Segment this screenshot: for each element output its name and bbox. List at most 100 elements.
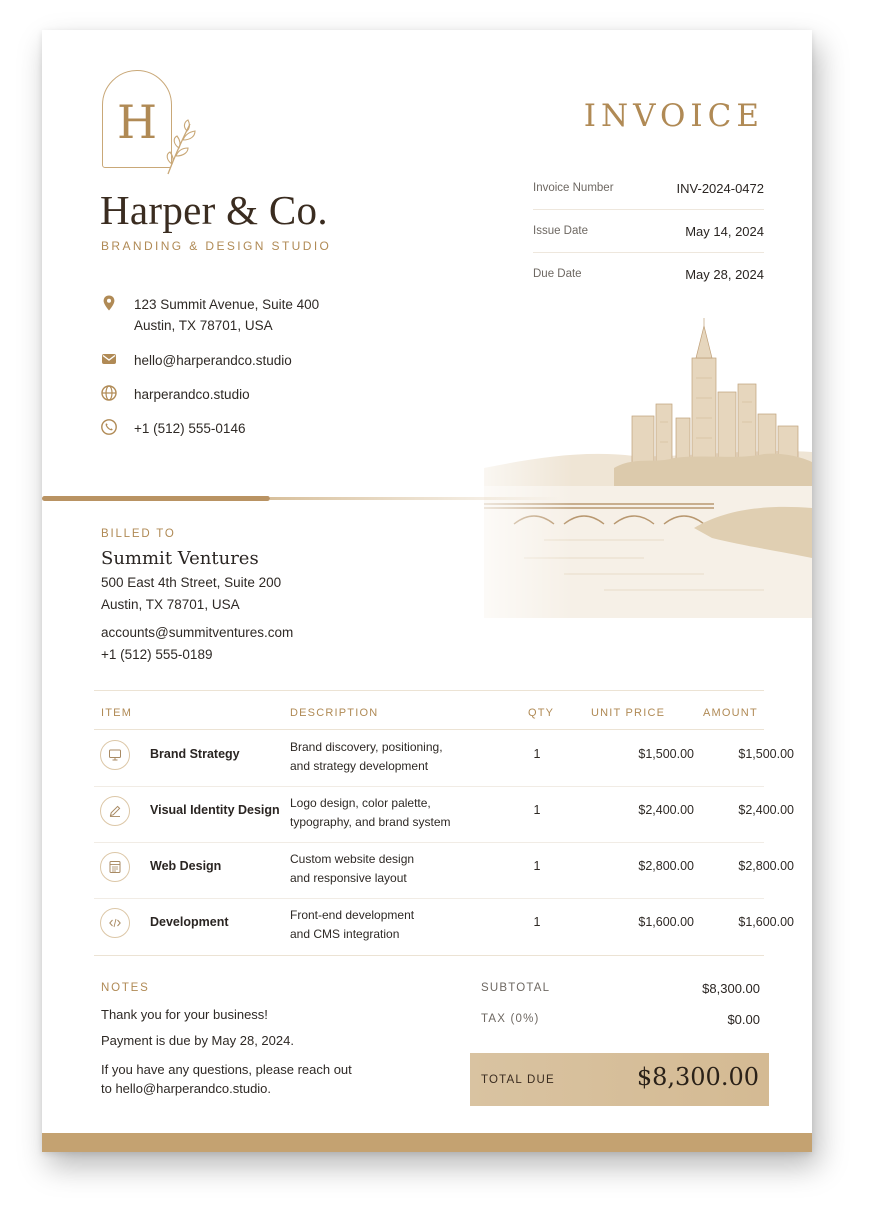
row-qty: 1 [533, 915, 541, 929]
company-phone: +1 (512) 555-0146 [100, 418, 245, 439]
meta-due-date: Due Date May 28, 2024 [533, 253, 764, 295]
row-description-line: Front-end development [290, 908, 415, 922]
row-icon-circle [100, 908, 130, 938]
meta-value: May 14, 2024 [685, 223, 764, 239]
pen-icon [109, 805, 121, 817]
subtotal-label: SUBTOTAL [481, 982, 551, 994]
tax-value: $0.00 [727, 1012, 760, 1027]
note-line: Thank you for your business! [101, 1007, 268, 1022]
billed-email[interactable]: accounts@summitventures.com [101, 625, 294, 640]
row-description-line: and strategy development [290, 758, 429, 773]
meta-label: Due Date [533, 268, 582, 280]
row-item-name: Visual Identity Design [150, 803, 280, 817]
notes-label: NOTES [101, 982, 150, 994]
meta-issue-date: Issue Date May 14, 2024 [533, 210, 764, 253]
company-tagline: BRANDING & DESIGN STUDIO [101, 239, 332, 253]
location-pin-icon [103, 295, 115, 311]
leaf-sprig-icon [166, 119, 196, 175]
row-description-line: typography, and brand system [290, 814, 451, 829]
row-description-line: and CMS integration [290, 926, 400, 941]
invoice-page: H Harper & Co. BRANDING & DESIGN STUDIO … [42, 30, 812, 1152]
code-icon [109, 918, 121, 928]
row-description-line: and responsive layout [290, 870, 407, 885]
row-description: Custom website design and responsive lay… [290, 850, 414, 887]
row-separator [94, 786, 764, 787]
row-unit-price: $2,400.00 [638, 803, 694, 817]
website-text[interactable]: harperandco.studio [134, 387, 250, 402]
total-due-label: TOTAL DUE [481, 1074, 555, 1086]
table-header-border [94, 729, 764, 730]
th-amount: AMOUNT [703, 707, 758, 719]
row-description-line: Brand discovery, positioning, [290, 740, 443, 754]
email-text[interactable]: hello@harperandco.studio [134, 353, 292, 368]
row-unit-price: $1,600.00 [638, 915, 694, 929]
th-item: ITEM [101, 707, 133, 719]
row-icon-circle [100, 796, 130, 826]
company-name: Harper & Co. [100, 187, 328, 233]
table-row: Development Front-end development and CM… [94, 898, 794, 954]
subtotal-value: $8,300.00 [702, 981, 760, 996]
section-divider-fade [270, 497, 560, 500]
row-amount: $1,600.00 [738, 915, 794, 929]
row-icon-circle [100, 740, 130, 770]
row-amount: $2,400.00 [738, 803, 794, 817]
table-top-border [94, 690, 764, 691]
total-due-value: $8,300.00 [636, 1063, 759, 1091]
meta-invoice-number: Invoice Number INV-2024-0472 [533, 167, 764, 210]
row-item-name: Development [150, 915, 229, 929]
th-unit-price: UNIT PRICE [591, 707, 666, 719]
monitor-icon [109, 749, 121, 761]
layout-icon [109, 861, 121, 873]
th-qty: QTY [528, 707, 555, 719]
phone-icon [101, 419, 117, 435]
company-address: 123 Summit Avenue, Suite 400 Austin, TX … [100, 294, 319, 336]
total-due-box: TOTAL DUE $8,300.00 [470, 1053, 769, 1106]
table-row: Web Design Custom website design and res… [94, 842, 794, 898]
billed-address-line-1: 500 East 4th Street, Suite 200 [101, 575, 282, 590]
billed-to-label: BILLED TO [101, 528, 176, 540]
billed-phone: +1 (512) 555-0189 [101, 647, 213, 662]
row-amount: $2,800.00 [738, 859, 794, 873]
row-unit-price: $2,800.00 [638, 859, 694, 873]
row-item-name: Web Design [150, 859, 222, 873]
row-description: Brand discovery, positioning, and strate… [290, 738, 443, 775]
logo-monogram: H [116, 95, 158, 149]
row-separator [94, 898, 764, 899]
tax-label: TAX (0%) [481, 1013, 540, 1025]
row-description: Front-end development and CMS integratio… [290, 906, 414, 943]
city-skyline-illustration [444, 318, 812, 618]
company-email: hello@harperandco.studio [100, 350, 292, 371]
row-item-name: Brand Strategy [150, 747, 240, 761]
meta-label: Invoice Number [533, 182, 614, 194]
row-separator [94, 842, 764, 843]
meta-value: INV-2024-0472 [676, 180, 764, 196]
phone-text[interactable]: +1 (512) 555-0146 [134, 421, 246, 436]
mail-icon [102, 354, 116, 364]
row-description-line: Logo design, color palette, [290, 796, 431, 810]
row-amount: $1,500.00 [738, 747, 794, 761]
company-website: harperandco.studio [100, 384, 250, 405]
note-line: to hello@harperandco.studio. [101, 1081, 272, 1096]
logo-arch [102, 70, 172, 168]
table-row: Brand Strategy Brand discovery, position… [94, 730, 794, 786]
footer-bar [42, 1133, 812, 1152]
row-icon-circle [100, 852, 130, 882]
table-bottom-border [94, 955, 764, 956]
invoice-title: INVOICE [583, 98, 764, 134]
row-qty: 1 [533, 803, 541, 817]
row-description-line: Custom website design [290, 852, 415, 866]
note-line: Payment is due by May 28, 2024. [101, 1033, 294, 1048]
th-description: DESCRIPTION [290, 707, 379, 719]
billed-to-name: Summit Ventures [101, 548, 259, 569]
row-qty: 1 [533, 859, 541, 873]
meta-label: Issue Date [533, 225, 588, 237]
address-line-1: 123 Summit Avenue, Suite 400 [134, 297, 320, 312]
globe-icon [101, 385, 117, 401]
address-line-2: Austin, TX 78701, USA [134, 318, 273, 333]
row-unit-price: $1,500.00 [638, 747, 694, 761]
note-line: If you have any questions, please reach … [101, 1062, 352, 1077]
row-description: Logo design, color palette, typography, … [290, 794, 451, 831]
row-qty: 1 [533, 747, 541, 761]
meta-value: May 28, 2024 [685, 266, 764, 282]
section-divider [42, 496, 270, 501]
